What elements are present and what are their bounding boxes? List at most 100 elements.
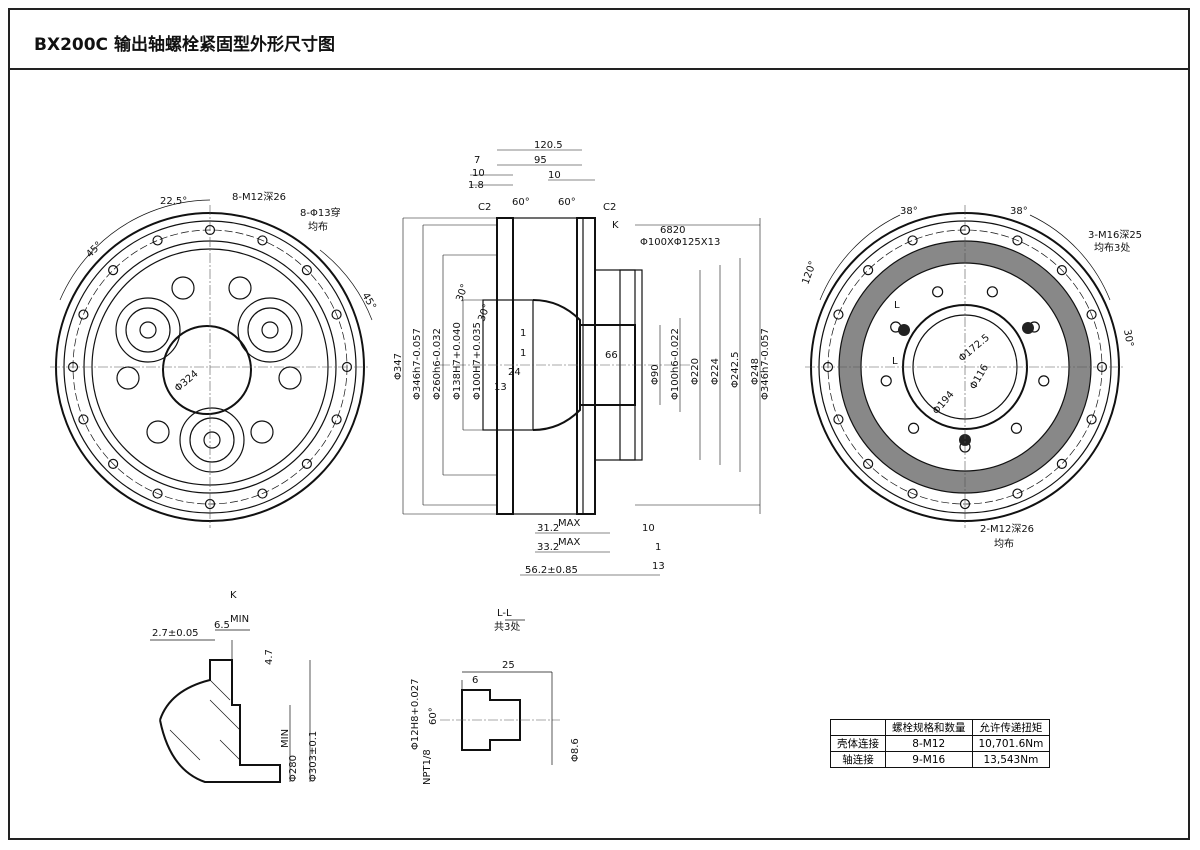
seal-label: Φ100XΦ125X13 (640, 237, 720, 248)
bolt-hole (257, 488, 268, 499)
dim-10-right: 10 (548, 170, 561, 181)
dia-12h8: Φ12H8+0.027 (410, 679, 421, 750)
dim-inner-2: 24 (508, 367, 521, 378)
angle-30-b: 30° (476, 303, 492, 323)
bearing-label: 6820 (660, 225, 685, 236)
row-label: 轴连接 (830, 751, 886, 768)
bolt-hole (907, 488, 918, 499)
bolt-hole (1012, 488, 1023, 499)
detail-k-view (150, 629, 311, 783)
dim-left-0: Φ347 (393, 353, 404, 380)
bolt-spec-label: 8-M12深26 (232, 191, 286, 203)
bolt-hole (986, 286, 998, 298)
table-header-torque: 允许传递扭矩 (971, 719, 1051, 736)
bolt-hole (932, 286, 944, 298)
dim-right-5: Φ248 (750, 358, 761, 385)
bolt-hole (833, 414, 844, 425)
bolt-hole (880, 375, 892, 387)
dim-inner-4: 66 (605, 350, 618, 361)
bolt-hole (108, 265, 119, 276)
drawing-title: BX200C 输出轴螺栓紧固型外形尺寸图 (34, 35, 335, 55)
bolt-hole (833, 309, 844, 320)
even-label: 均布 (308, 221, 328, 233)
detail-l-view (440, 619, 560, 765)
bolt-hole (331, 309, 342, 320)
dia-172-5: Φ172.5 (957, 332, 992, 364)
chamfer-c2-left: C2 (478, 202, 491, 213)
angle-60-left: 60° (512, 197, 530, 208)
dim-inner-3: 13 (494, 382, 507, 393)
angle-22-5: 22.5° (160, 196, 187, 207)
bolt-hole (863, 265, 874, 276)
dim-right-1: Φ100h6-0.022 (670, 328, 681, 400)
dim-95: 95 (534, 155, 547, 166)
dim-left-2: Φ260h6-0.032 (432, 328, 443, 400)
bolt-spec: 9-M16 (885, 751, 973, 768)
section-l-top: L (894, 300, 900, 311)
dim-2-7: 2.7±0.05 (152, 628, 199, 639)
dim-33-2: 33.2 (537, 542, 559, 553)
chamfer-c2-right: C2 (603, 202, 616, 213)
dia-280: Φ280 (288, 755, 299, 782)
bolt-hole (1010, 422, 1023, 434)
holes-label: 8-Φ13穿 (300, 206, 341, 219)
bolt-hole (1056, 265, 1067, 276)
bolt-hole (907, 422, 920, 434)
detail-l-subtitle: 共3处 (494, 621, 520, 633)
angle-38-left: 38° (900, 206, 918, 217)
left-end-view (50, 199, 373, 528)
angle-30-right: 30° (1121, 329, 1135, 348)
m12-label: 2-M12深26 (980, 523, 1034, 535)
dim-56-2: 56.2±0.85 (525, 565, 578, 576)
bolt-hole (152, 235, 163, 246)
dim-left-3: Φ138H7+0.040 (452, 322, 463, 400)
detail-l-title: L-L (497, 608, 512, 619)
dim-6: 6 (472, 675, 478, 686)
bolt-hole (78, 309, 89, 320)
bolt-hole (257, 235, 268, 246)
dim-10-left: 10 (472, 168, 485, 179)
bolt-hole (1086, 309, 1097, 320)
row-label: 壳体连接 (830, 735, 886, 752)
dim-left-4: Φ100H7+0.035 (472, 322, 483, 400)
dia-8-6: Φ8.6 (570, 738, 581, 762)
section-l-bottom: L (892, 356, 898, 367)
bolt-hole (1038, 375, 1050, 387)
dia-324: Φ324 (173, 369, 201, 395)
dim-25: 25 (502, 660, 515, 671)
bolt-hole (1086, 414, 1097, 425)
dim-right-0: Φ90 (650, 364, 661, 385)
detail-k-marker: K (612, 220, 619, 231)
dim-left-1: Φ346h7-0.057 (412, 328, 423, 400)
bolt-spec: 8-M12 (885, 735, 973, 752)
angle-60-detail: 60° (428, 707, 439, 725)
dia-303: Φ303±0.1 (308, 731, 319, 782)
dim-7: 7 (474, 155, 480, 166)
dim-33-2-max: MAX (558, 537, 580, 548)
table-header-blank (830, 719, 886, 736)
dim-6-5: 6.5 (214, 620, 230, 631)
right-end-view (805, 205, 1125, 528)
dim-right-2: Φ220 (690, 358, 701, 385)
dim-right-6: Φ346h7-0.057 (760, 328, 771, 400)
npt-label: NPT1/8 (422, 749, 433, 785)
bolt-hole (907, 235, 918, 246)
dim-right-4: Φ242.5 (730, 352, 741, 389)
torque-value: 10,701.6Nm (971, 735, 1051, 752)
side-section-view (402, 149, 761, 576)
torque-value: 13,543Nm (971, 751, 1051, 768)
bolt-hole (301, 265, 312, 276)
angle-60-right: 60° (558, 197, 576, 208)
dim-inner-0: 1 (520, 328, 526, 339)
bolt-hole (152, 488, 163, 499)
m16-label: 3-M16深25 (1088, 229, 1142, 241)
dim-1-bottom: 1 (655, 542, 661, 553)
m12-even-label: 均布 (994, 538, 1014, 550)
dim-31-2: 31.2 (537, 523, 559, 534)
dim-inner-1: 1 (520, 348, 526, 359)
bolt-hole (108, 458, 119, 469)
angle-45-right: 45° (359, 291, 377, 312)
